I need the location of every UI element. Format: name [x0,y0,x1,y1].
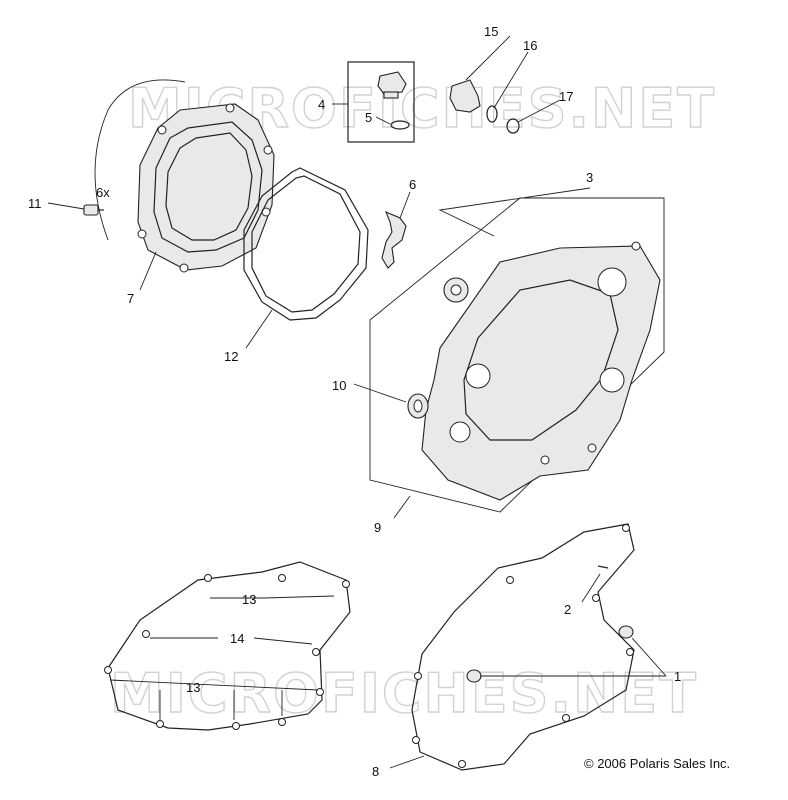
bolt-part-11 [83,204,104,216]
copyright-notice: © 2006 Polaris Sales Inc. [584,756,730,771]
callout-6: 6 [409,177,416,192]
bolt-pattern-arc [94,79,186,241]
gasket-right-holes [412,524,634,768]
crankcase-cover-part-9 [421,241,661,501]
pin-part-2 [597,565,609,569]
bearing-part-3 [443,277,469,303]
oring-part-5 [390,120,410,130]
callout-13-top: 13 [242,592,256,607]
plug-kit-box [347,61,415,143]
sensor-part-15 [449,79,481,113]
leader-lines [47,35,667,769]
callout-9: 9 [374,520,381,535]
callout-13-bottom: 13 [186,680,200,695]
callout-2: 2 [564,602,571,617]
plug-part-4 [377,71,407,99]
callout-10: 10 [332,378,346,393]
callout-12: 12 [224,349,238,364]
callout-4: 4 [318,97,325,112]
gasket-left-part-13 [107,561,351,731]
callout-3: 3 [586,170,593,185]
oring-part-16 [486,105,498,123]
gasket-part-12 [243,167,369,321]
clutch-cover-part-7 [137,103,275,273]
callout-16: 16 [523,38,537,53]
gasket-right-part-8 [411,523,635,771]
callout-1: 1 [674,669,681,684]
callout-11: 11 [28,196,42,211]
callout-6x: 6x [96,185,110,200]
callout-8: 8 [372,764,379,779]
callout-7: 7 [127,291,134,306]
ring-part-17 [506,118,520,134]
dowel-part-1 [466,625,634,683]
watermark-bottom: MICROFICHES.NET [110,662,698,725]
callout-3-leader [438,187,591,237]
callout-5: 5 [365,110,372,125]
crankcase-box [369,197,665,513]
callout-17: 17 [559,89,573,104]
callout-14: 14 [230,631,244,646]
callout-15: 15 [484,24,498,39]
seal-part-10 [407,393,429,419]
gasket-left-holes [104,574,350,730]
bracket-part-6 [381,210,407,269]
